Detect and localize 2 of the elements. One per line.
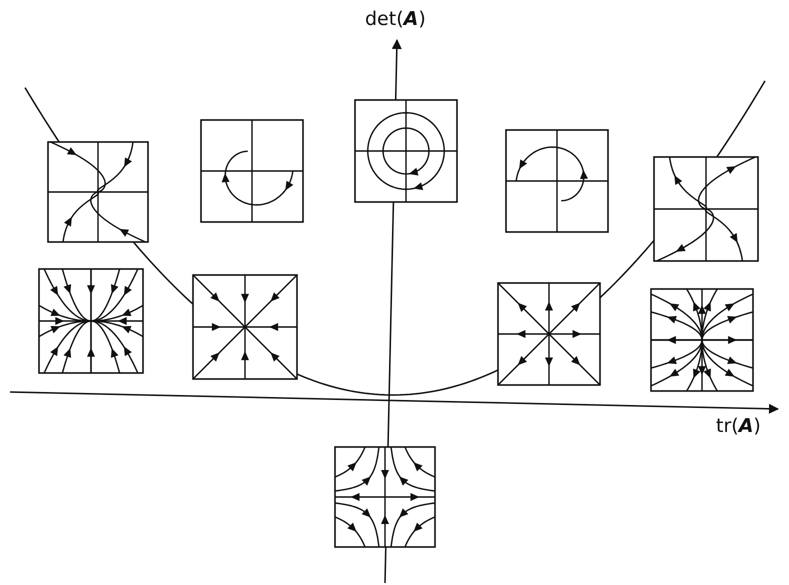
axis-label: tr(A) bbox=[716, 415, 761, 437]
axis-label: det(A) bbox=[365, 8, 426, 30]
